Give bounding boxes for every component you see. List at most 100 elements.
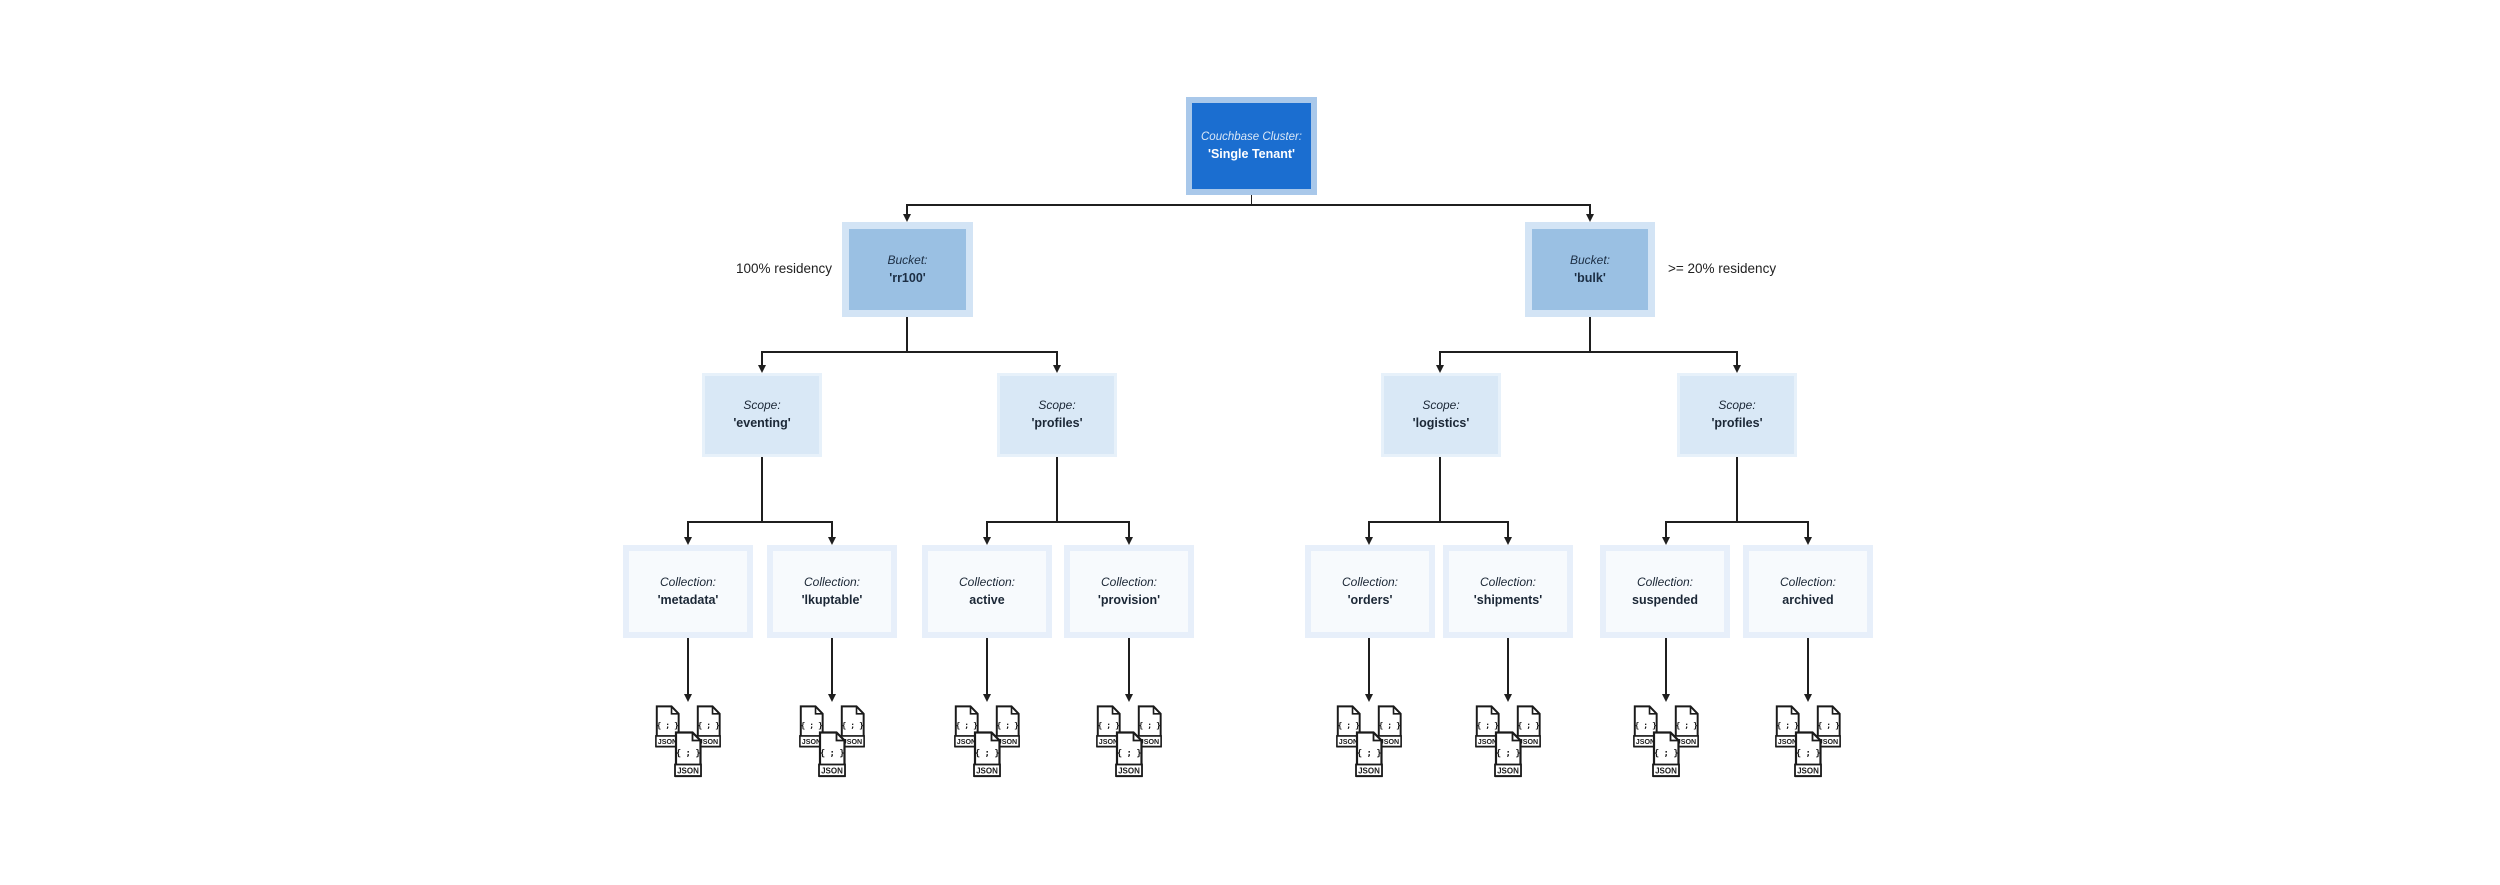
json-label: JSON: [1380, 737, 1399, 746]
collection-name: 'metadata': [657, 592, 719, 607]
scope-name: 'profiles': [1031, 416, 1083, 431]
arrowhead-icon: [902, 214, 911, 222]
collection-name: 'provision': [1097, 592, 1161, 607]
braces-glyph: { ; }: [1635, 720, 1657, 730]
braces-glyph: { ; }: [1379, 720, 1401, 730]
json-document-icon: { ; } JSON: [1775, 705, 1800, 748]
scope-type-label: Scope:: [1718, 398, 1756, 413]
json-label: JSON: [677, 767, 699, 776]
residency-label-left: 100% residency: [735, 261, 832, 276]
collection-type-label: Collection:: [1779, 574, 1837, 589]
json-document-icon: { ; } JSON: [1137, 705, 1162, 748]
json-label: JSON: [976, 767, 998, 776]
braces-glyph: { ; }: [1357, 749, 1382, 759]
collection-name: 'lkuptable': [801, 592, 863, 607]
json-document-icon: { ; } JSON: [799, 705, 824, 748]
arrowhead-icon: [982, 537, 991, 545]
connector-line: [761, 457, 763, 521]
arrowhead-icon: [1661, 537, 1670, 545]
scope-type-label: Scope:: [1038, 398, 1076, 413]
arrowhead-icon: [683, 537, 692, 545]
arrowhead-icon: [1732, 365, 1741, 373]
braces-glyph: { ; }: [1654, 749, 1679, 759]
collection-node-metadata: Collection: 'metadata': [623, 545, 753, 638]
cluster-type-label: Couchbase Cluster:: [1201, 130, 1302, 143]
json-label: JSON: [821, 767, 843, 776]
scope-node-profiles-left: Scope: 'profiles': [997, 373, 1117, 457]
connector-line: [1128, 638, 1130, 695]
connector-line: [906, 204, 1590, 206]
json-label: JSON: [658, 737, 677, 746]
connector-line: [906, 204, 908, 215]
connector-line: [687, 638, 689, 695]
connector-line: [831, 521, 833, 537]
collection-node-provision: Collection: 'provision': [1064, 545, 1194, 638]
scope-name: 'profiles': [1711, 416, 1763, 431]
braces-glyph: { ; }: [820, 749, 845, 759]
scope-name: 'logistics': [1412, 416, 1470, 431]
collection-name: 'orders': [1347, 592, 1393, 607]
json-doc-cluster-provision: { ; } JSON { ; } JSON { ; } JSON: [1096, 705, 1162, 783]
arrowhead-icon: [1803, 537, 1812, 545]
json-label: JSON: [1519, 737, 1538, 746]
json-label: JSON: [843, 737, 862, 746]
json-document-icon: { ; } JSON: [1096, 705, 1121, 748]
scope-name: 'eventing': [733, 416, 791, 431]
json-label: JSON: [1797, 767, 1819, 776]
arrowhead-icon: [1364, 537, 1373, 545]
cluster-name: 'Single Tenant': [1208, 146, 1295, 161]
braces-glyph: { ; }: [1777, 720, 1799, 730]
collection-name: suspended: [1632, 592, 1698, 607]
connector-line: [761, 351, 763, 365]
arrowhead-icon: [757, 365, 766, 373]
json-label: JSON: [1140, 737, 1159, 746]
braces-glyph: { ; }: [842, 720, 864, 730]
arrowhead-icon: [827, 537, 836, 545]
connector-line: [1128, 521, 1130, 537]
json-document-icon: { ; } JSON: [1355, 731, 1383, 778]
arrowhead-icon: [1124, 537, 1133, 545]
connector-line: [831, 638, 833, 695]
arrowhead-icon: [1803, 694, 1812, 702]
collection-name: 'shipments': [1473, 592, 1543, 607]
arrowhead-icon: [827, 694, 836, 702]
collection-type-label: Collection:: [1479, 574, 1537, 589]
json-label: JSON: [957, 737, 976, 746]
json-doc-cluster-shipments: { ; } JSON { ; } JSON { ; } JSON: [1475, 705, 1541, 783]
connector-line: [986, 521, 988, 537]
connector-line: [987, 521, 1129, 523]
collection-type-label: Collection:: [958, 574, 1016, 589]
braces-glyph: { ; }: [676, 749, 701, 759]
arrowhead-icon: [1503, 537, 1512, 545]
json-document-icon: { ; } JSON: [1516, 705, 1541, 748]
json-document-icon: { ; } JSON: [818, 731, 846, 778]
arrowhead-icon: [1503, 694, 1512, 702]
json-document-icon: { ; } JSON: [1494, 731, 1522, 778]
collection-type-label: Collection:: [659, 574, 717, 589]
arrowhead-icon: [1661, 694, 1670, 702]
braces-glyph: { ; }: [698, 720, 720, 730]
connector-line: [1507, 638, 1509, 695]
connector-line: [1736, 457, 1738, 521]
connector-line: [1665, 521, 1667, 537]
braces-glyph: { ; }: [1676, 720, 1698, 730]
collection-name: active: [969, 592, 1005, 607]
residency-label-right: >= 20% residency: [1668, 261, 1777, 276]
braces-glyph: { ; }: [1796, 749, 1821, 759]
json-label: JSON: [1118, 767, 1140, 776]
scope-node-profiles-right: Scope: 'profiles': [1677, 373, 1797, 457]
arrowhead-icon: [1585, 214, 1594, 222]
collection-type-label: Collection:: [803, 574, 861, 589]
json-label: JSON: [1358, 767, 1380, 776]
json-label: JSON: [1478, 737, 1497, 746]
braces-glyph: { ; }: [1117, 749, 1142, 759]
scope-node-logistics: Scope: 'logistics': [1381, 373, 1501, 457]
braces-glyph: { ; }: [1477, 720, 1499, 730]
json-document-icon: { ; } JSON: [1794, 731, 1822, 778]
braces-glyph: { ; }: [1518, 720, 1540, 730]
connector-line: [1368, 638, 1370, 695]
json-label: JSON: [1778, 737, 1797, 746]
json-doc-cluster-active: { ; } JSON { ; } JSON { ; } JSON: [954, 705, 1020, 783]
connector-line: [1439, 351, 1441, 365]
json-document-icon: { ; } JSON: [1652, 731, 1680, 778]
